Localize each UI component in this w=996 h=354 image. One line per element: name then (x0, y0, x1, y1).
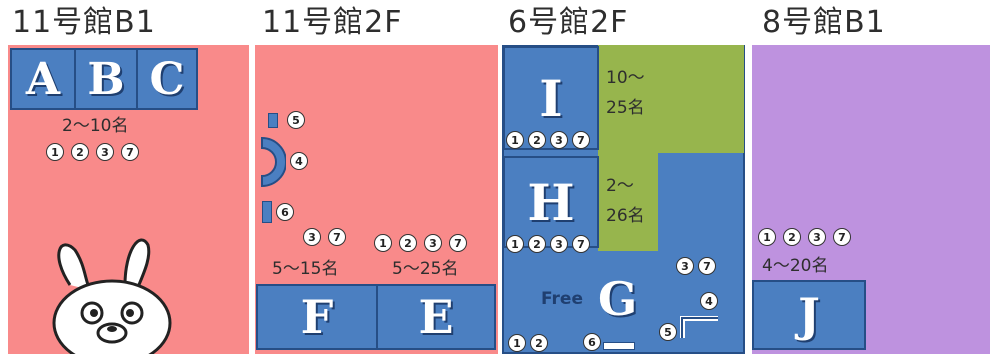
marker: 2 (399, 234, 417, 252)
marker: 3 (424, 234, 442, 252)
room-j[interactable]: J (752, 280, 866, 350)
marker-group-abc: 1 2 3 7 (46, 143, 139, 161)
capacity-i-line1: 10〜 (606, 68, 645, 88)
door-arc-icon[interactable] (260, 136, 286, 188)
marker: 1 (508, 334, 526, 352)
title-6-2f: 6号館2F (508, 5, 629, 40)
marker: 2 (783, 228, 801, 246)
room-f-label: F (300, 290, 334, 344)
room-f[interactable]: F (256, 284, 378, 350)
marker-group-i: 1 2 3 7 (506, 131, 590, 149)
capacity-j: 4〜20名 (762, 256, 829, 276)
marker: 3 (303, 228, 321, 246)
marker: 2 (530, 334, 548, 352)
room-b-label: B (87, 53, 125, 105)
marker: 7 (833, 228, 851, 246)
room-h-label: H (527, 172, 575, 232)
marker-door-mid: 4 (290, 152, 308, 170)
room-h[interactable]: H (503, 156, 599, 248)
capacity-h-line1: 2〜 (606, 176, 634, 196)
marker-g-5: 5 (659, 323, 677, 341)
room-i-label: I (539, 68, 563, 128)
marker: 3 (550, 131, 568, 149)
free-label: Free (541, 289, 583, 309)
room-g-label[interactable]: G (598, 272, 638, 326)
room-e-label: E (418, 290, 454, 344)
room-e[interactable]: E (376, 284, 496, 350)
capacity-abc: 2〜10名 (62, 116, 129, 136)
marker: 7 (449, 234, 467, 252)
marker: 3 (676, 257, 694, 275)
capacity-i-line2: 25名 (606, 98, 645, 118)
marker: 3 (808, 228, 826, 246)
marker: 7 (572, 131, 590, 149)
capacity-h-line2: 26名 (606, 206, 645, 226)
marker-g-6: 6 (583, 333, 601, 351)
marker: 3 (550, 235, 568, 253)
area-6-2f-green-top (598, 45, 744, 153)
room-a-label: A (25, 53, 61, 105)
room-c[interactable]: C (136, 48, 198, 110)
marker-group-h: 1 2 3 7 (506, 235, 590, 253)
marker: 3 (96, 143, 114, 161)
marker: 1 (506, 235, 524, 253)
capacity-f: 5〜15名 (272, 259, 339, 279)
title-8-b1: 8号館B1 (762, 5, 886, 40)
marker: 2 (528, 235, 546, 253)
capacity-e: 5〜25名 (392, 259, 459, 279)
title-11-b1: 11号館B1 (12, 5, 156, 40)
area-6-2f-green-bottom (598, 153, 658, 251)
marker-door-top: 5 (287, 111, 305, 129)
door-top[interactable] (268, 113, 278, 128)
door-bottom[interactable] (262, 201, 272, 223)
marker-door-bottom: 6 (276, 203, 294, 221)
marker-group-f: 3 7 (303, 228, 346, 246)
door-bottom-6[interactable] (603, 342, 635, 350)
marker: 2 (71, 143, 89, 161)
room-c-label: C (149, 53, 185, 105)
marker-group-g-top: 3 7 (676, 257, 716, 275)
marker-group-e: 1 2 3 7 (374, 234, 467, 252)
title-11-2f: 11号館2F (262, 5, 403, 40)
room-b[interactable]: B (74, 48, 138, 110)
marker-group-g-bottom: 1 2 (508, 334, 548, 352)
marker: 7 (698, 257, 716, 275)
door-corner-icon[interactable] (680, 316, 720, 340)
rabbit-mascot-icon (52, 238, 172, 354)
marker: 1 (758, 228, 776, 246)
marker: 1 (46, 143, 64, 161)
marker: 7 (328, 228, 346, 246)
marker: 7 (572, 235, 590, 253)
room-j-label: J (798, 288, 820, 342)
room-i[interactable]: I (503, 46, 599, 150)
marker: 1 (374, 234, 392, 252)
marker-group-j: 1 2 3 7 (758, 228, 851, 246)
room-a[interactable]: A (10, 48, 76, 110)
marker-g-4: 4 (700, 292, 718, 310)
marker: 2 (528, 131, 546, 149)
marker: 1 (506, 131, 524, 149)
marker: 7 (121, 143, 139, 161)
